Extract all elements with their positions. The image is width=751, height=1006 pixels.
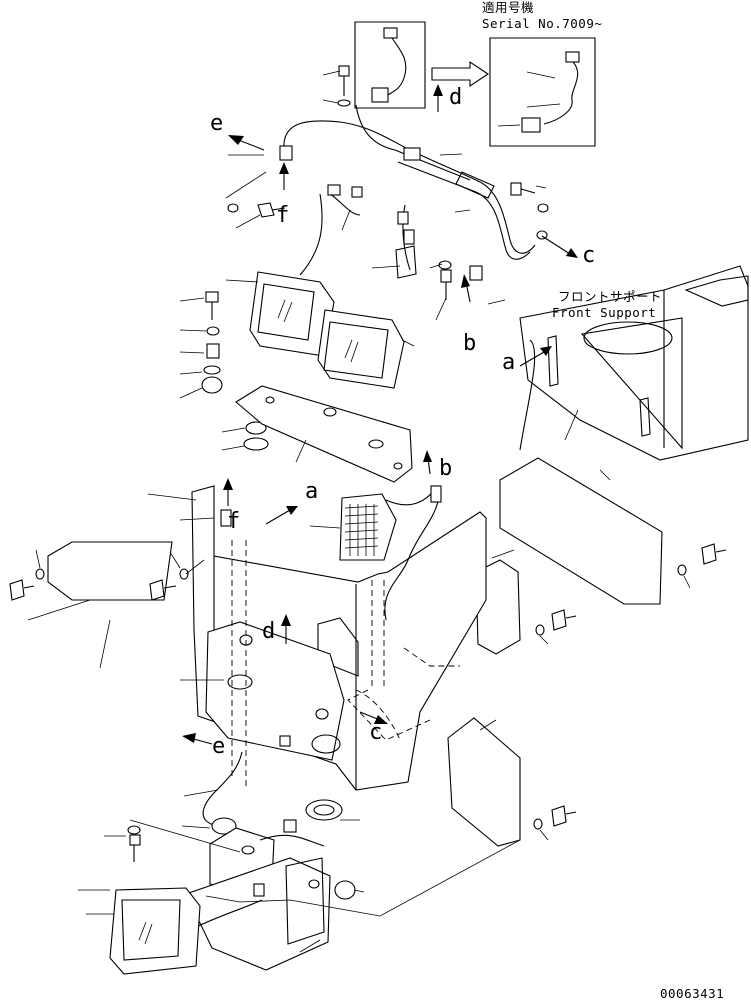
work-lamp-pair — [225, 271, 415, 389]
callout-f-top: f — [276, 203, 290, 228]
drawing-number: 00063431 — [660, 986, 725, 1001]
callout-d-mid: d — [262, 619, 276, 644]
callout-c-bottom: c — [369, 720, 383, 745]
callout-e-top: e — [210, 111, 224, 136]
callout-a-top: a — [502, 350, 516, 375]
callout-b-top: b — [463, 331, 477, 356]
lamp-bracket — [235, 385, 413, 483]
callout-e-bottom: e — [212, 734, 226, 759]
front-support-label-english: Front Support — [552, 305, 657, 320]
mounting-hardware-stack — [179, 291, 269, 451]
front-support-label-japanese: フロントサポート — [558, 289, 663, 304]
side-bolts — [9, 543, 727, 841]
serial-variant-box — [354, 21, 596, 147]
callout-a-mid: a — [305, 479, 319, 504]
callout-c-top: c — [582, 243, 596, 268]
direction-arrows — [182, 84, 578, 745]
serial-note-english: Serial No.7009~ — [482, 16, 603, 31]
callout-f-mid: f — [227, 509, 241, 534]
callout-d-top: d — [449, 85, 463, 110]
main-case-body — [147, 485, 487, 791]
front-support-frame — [519, 265, 749, 461]
callout-b-mid: b — [439, 456, 453, 481]
upper-harness — [225, 65, 549, 321]
serial-note-japanese: 適用号機 — [482, 0, 535, 15]
cover-panels — [47, 457, 663, 847]
lower-lamp-assembly — [78, 751, 521, 975]
